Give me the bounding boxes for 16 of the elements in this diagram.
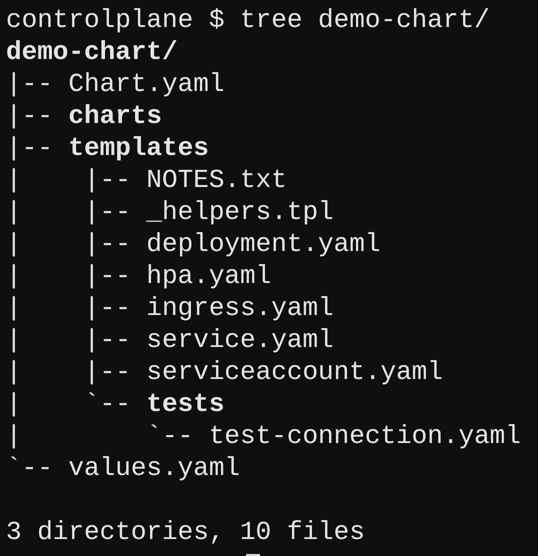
terminal-line: | `-- tests bbox=[6, 389, 224, 419]
terminal-line: | |-- serviceaccount.yaml bbox=[6, 357, 443, 387]
terminal-line: | |-- hpa.yaml bbox=[6, 261, 272, 291]
terminal-line: |-- charts bbox=[6, 101, 162, 131]
terminal-line: 3 directories, 10 files bbox=[6, 517, 365, 547]
terminal-line: | |-- deployment.yaml bbox=[6, 229, 380, 259]
terminal-line: |-- Chart.yaml bbox=[6, 69, 224, 99]
terminal-line: `-- values.yaml bbox=[6, 453, 240, 483]
terminal-line: |-- templates bbox=[6, 133, 209, 163]
terminal-line: | |-- NOTES.txt bbox=[6, 165, 287, 195]
terminal-line: | |-- ingress.yaml bbox=[6, 293, 334, 323]
terminal-line: demo-chart/ bbox=[6, 37, 178, 67]
terminal-line: | |-- service.yaml bbox=[6, 325, 334, 355]
terminal-line: | |-- _helpers.tpl bbox=[6, 197, 334, 227]
terminal-line: controlplane $ tree demo-chart/ bbox=[6, 5, 490, 35]
terminal-line: | `-- test-connection.yaml bbox=[6, 421, 521, 451]
